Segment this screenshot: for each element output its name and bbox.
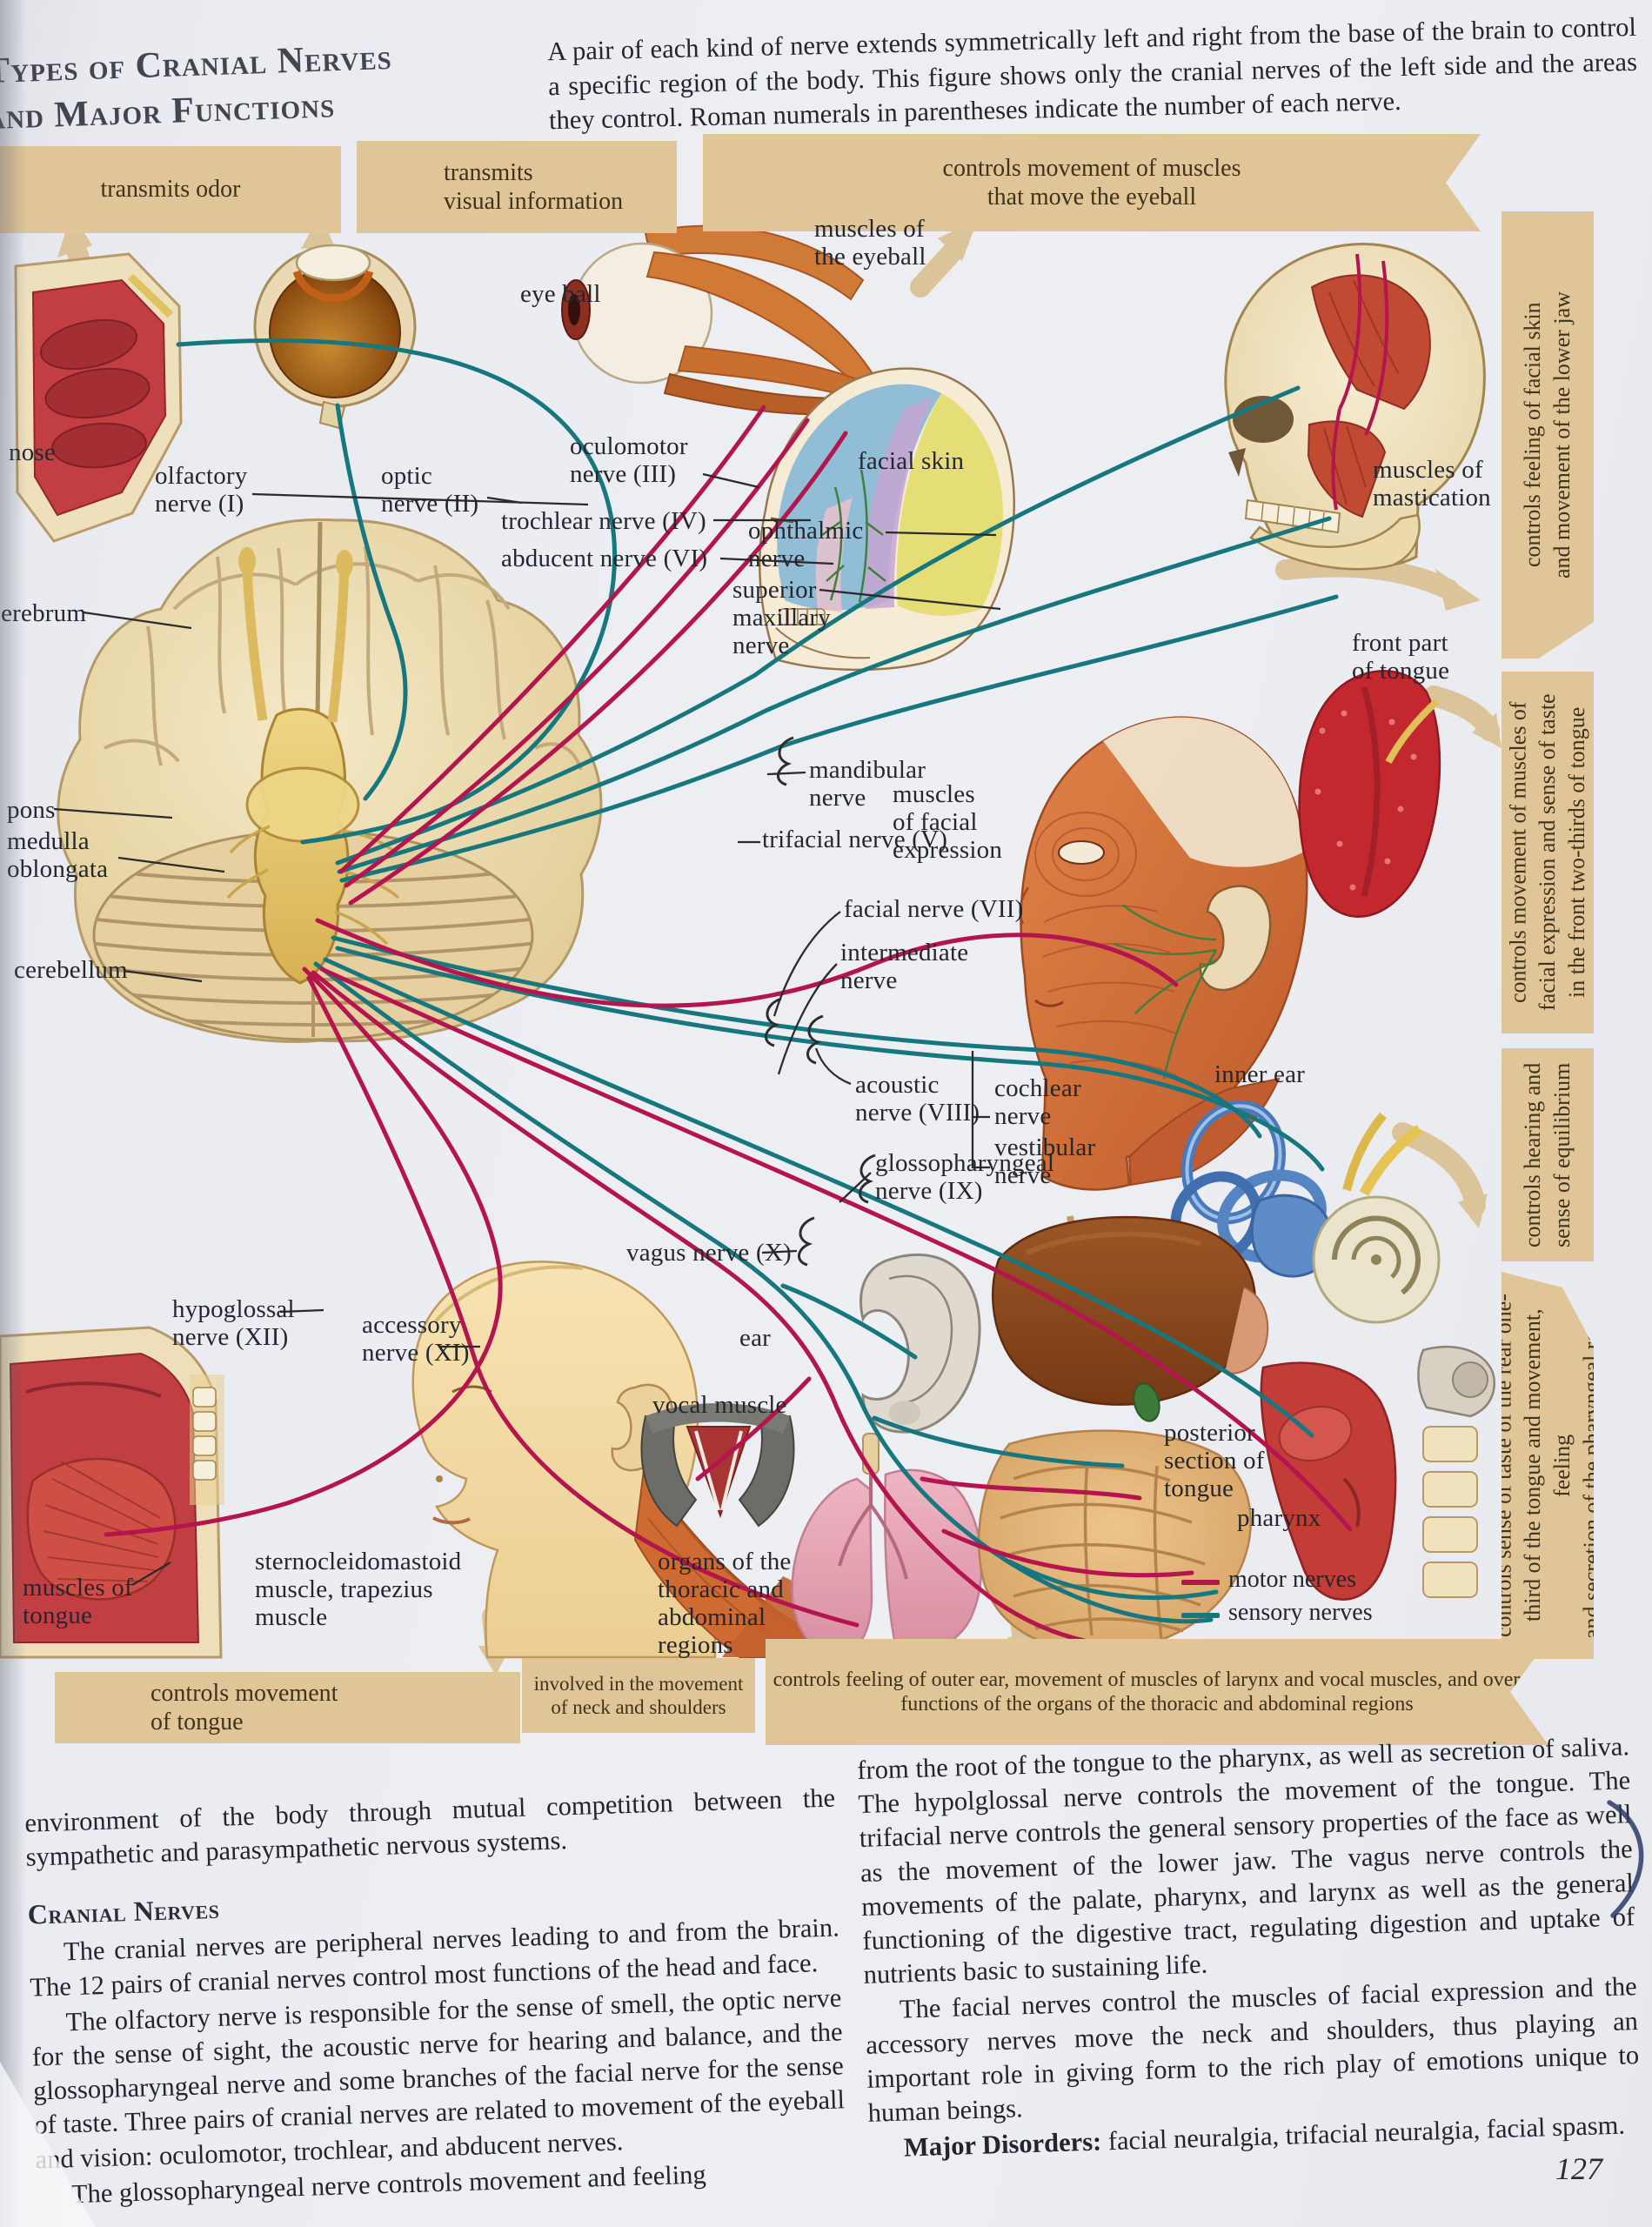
label-pons: pons xyxy=(7,796,56,824)
label-mandibular-nerve: mandibular nerve xyxy=(809,756,926,812)
label-medulla-oblongata: medulla oblongata xyxy=(7,827,109,883)
label-vestibular-nerve: vestibular nerve xyxy=(994,1134,1096,1189)
label-muscles-of-mastication: muscles of mastication xyxy=(1373,456,1491,512)
banner-neck-shoulders: involved in the movement of neck and sho… xyxy=(522,1658,755,1733)
skull-illustration xyxy=(1224,243,1486,571)
eye-muscles-illustration xyxy=(561,224,873,416)
label-intermediate-nerve: intermediate nerve xyxy=(840,939,969,994)
label-abducent-nerve: abducent nerve (VI) xyxy=(501,545,708,572)
leader-lines xyxy=(53,472,1001,1586)
legend-swatch-motor xyxy=(1181,1580,1220,1585)
label-vagus-nerve: vagus nerve (X) xyxy=(626,1239,792,1267)
legend-label-motor: motor nerves xyxy=(1228,1566,1356,1593)
lungs-illustration xyxy=(791,1433,983,1655)
banner-outer-ear-organs: controls feeling of outer ear, movement … xyxy=(766,1639,1548,1745)
nose-illustration xyxy=(14,252,183,543)
banner-tongue-move: controls movement of tongue xyxy=(55,1672,520,1743)
brain-illustration xyxy=(57,518,603,1043)
banner-visual: transmits visual information xyxy=(357,141,677,233)
label-cerebellum: cerebellum xyxy=(14,956,128,984)
legend-label-sensory: sensory nerves xyxy=(1228,1599,1373,1626)
label-ophthalmic-nerve: ophthalmic nerve xyxy=(748,517,864,572)
page-number: 127 xyxy=(1555,2151,1602,2186)
page-title: Types of Cranial Nerves and Major Functi… xyxy=(0,37,393,137)
label-ear: ear xyxy=(739,1324,772,1352)
label-organs-thoracic-abdominal: organs of the thoracic and abdominal reg… xyxy=(658,1548,792,1659)
bold-lead: Major Disorders: xyxy=(903,2126,1102,2163)
label-posterior-section-tongue: posterior section of tongue xyxy=(1164,1419,1265,1502)
banner-facial-skin-jaw: controls feeling of facial skin and move… xyxy=(1502,211,1594,659)
inner-ear-illustration xyxy=(1170,1100,1441,1324)
label-optic-nerve: optic nerve (II) xyxy=(381,462,479,518)
label-pharynx: pharynx xyxy=(1237,1504,1321,1532)
front-tongue-illustration xyxy=(1298,670,1441,918)
label-trifacial-nerve: trifacial nerve (V) xyxy=(762,826,948,853)
label-oculomotor-nerve: oculomotor nerve (III) xyxy=(570,432,688,488)
legend-swatch-sensory xyxy=(1181,1613,1220,1618)
banner-expression-taste: controls movement of muscles of facial e… xyxy=(1502,672,1594,1033)
label-nose: nose xyxy=(9,438,56,466)
banner-taste-pharynx: controls sense of taste of the rear one-… xyxy=(1502,1272,1594,1659)
label-muscles-facial-expression: muscles of facial expression xyxy=(893,780,1003,864)
vocal-cords-illustration xyxy=(640,1403,795,1528)
label-hypoglossal-nerve: hypoglossal nerve (XII) xyxy=(172,1295,295,1351)
article-paragraph: The facial nerves control the muscles of… xyxy=(865,1971,1640,2128)
label-eye-ball: eye ball xyxy=(520,280,601,308)
label-muscles-of-tongue: muscles of tongue xyxy=(23,1574,133,1629)
motor-nerve-lines xyxy=(104,405,1353,1649)
label-acoustic-nerve: acoustic nerve (VIII) xyxy=(855,1071,980,1127)
banner-eyeball: controls movement of muscles that move t… xyxy=(703,134,1481,231)
label-olfactory-nerve: olfactory nerve (I) xyxy=(155,462,248,518)
label-cerebrum: cerebrum xyxy=(0,599,87,627)
article-column-right: from the root of the tongue to the phary… xyxy=(857,1729,1642,2168)
banner-odor: transmits odor xyxy=(0,146,341,233)
label-vocal-muscle: vocal muscle xyxy=(652,1391,787,1419)
outer-ear-illustration xyxy=(859,1253,981,1434)
label-glossopharyngeal-nerve: glossopharyngeal nerve (IX) xyxy=(875,1149,1055,1205)
label-cochlear-nerve: cochlear nerve xyxy=(994,1074,1081,1130)
label-facial-nerve: facial nerve (VII) xyxy=(844,895,1024,923)
article-paragraph: The olfactory nerve is responsible for t… xyxy=(31,1983,846,2175)
label-accessory-nerve: accessory nerve (XI) xyxy=(362,1311,470,1367)
mouth-sagittal-illustration xyxy=(0,1326,224,1659)
label-sternocleidomastoid: sternocleidomastoid muscle, trapezius mu… xyxy=(255,1548,462,1631)
banner-hearing: controls hearing and sense of equilibriu… xyxy=(1502,1048,1594,1261)
article-column-left: environment of the body through mutual c… xyxy=(24,1781,847,2214)
label-facial-skin: facial skin xyxy=(858,447,965,475)
bundle-curl-marks xyxy=(764,736,877,1267)
article-paragraph: from the root of the tongue to the phary… xyxy=(856,1731,1635,1990)
eyeball-section-illustration xyxy=(253,244,417,430)
label-superior-maxillary-nerve: superior maxillary nerve xyxy=(732,576,831,659)
label-trochlear-nerve: trochlear nerve (IV) xyxy=(501,507,706,535)
label-front-part-tongue: front part of tongue xyxy=(1352,629,1450,685)
label-muscles-of-eyeball: muscles of the eyeball xyxy=(814,215,926,271)
label-inner-ear: inner ear xyxy=(1214,1060,1306,1088)
facial-skin-head-illustration xyxy=(759,367,1015,672)
